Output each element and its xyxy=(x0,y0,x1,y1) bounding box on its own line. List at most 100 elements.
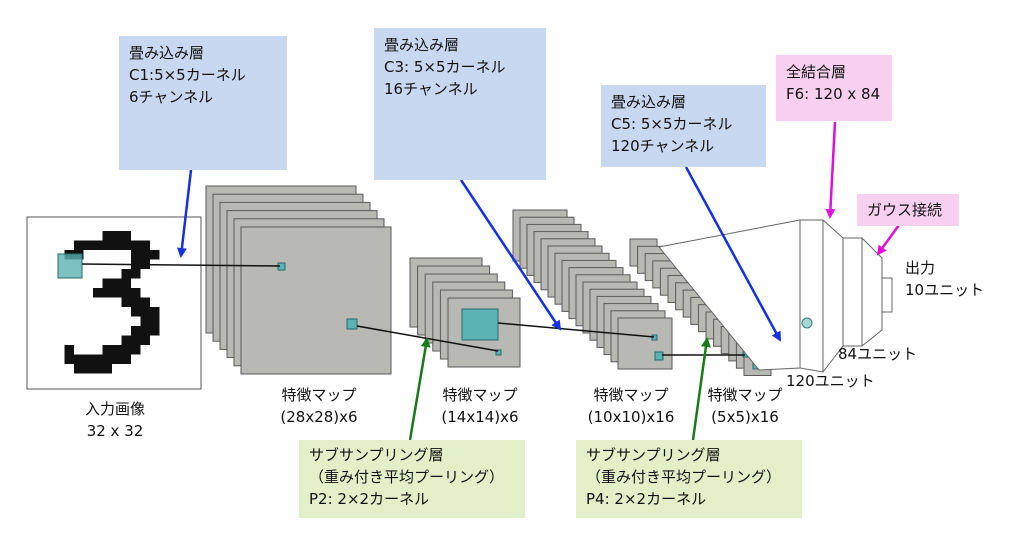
digit-pixel xyxy=(83,354,93,364)
digit-pixel xyxy=(93,364,103,374)
digit-pixel xyxy=(150,316,160,326)
digit-pixel xyxy=(64,345,74,355)
units-120-label: 120ユニット xyxy=(786,372,875,390)
digit-pixel xyxy=(140,240,150,250)
digit-pixel xyxy=(74,240,84,250)
input-image xyxy=(26,216,202,390)
fully-connected-layers xyxy=(658,219,893,373)
fc6-size-text: F6: 120 x 84 xyxy=(786,85,881,103)
input-label-size: 32 x 32 xyxy=(86,422,144,440)
pool2-title: サブサンプリング層 xyxy=(309,446,444,464)
digit-pixel xyxy=(83,364,93,374)
units-84-label: 84ユニット xyxy=(838,345,918,363)
digit-pixel xyxy=(140,326,150,336)
digit-pixel xyxy=(83,240,93,250)
digit-pixel xyxy=(74,354,84,364)
digit-pixel xyxy=(102,354,112,364)
digit-pixel xyxy=(121,231,131,241)
output-label: 出力 10ユニット xyxy=(905,257,984,301)
conv1-kernel-text: C1:5×5カーネル xyxy=(129,66,246,84)
digit-pixel xyxy=(150,250,160,260)
pool2-arrow xyxy=(408,337,431,441)
conv3-kernel-text: C3: 5×5カーネル xyxy=(384,58,506,76)
pool4-title: サブサンプリング層 xyxy=(586,446,721,464)
digit-pixel xyxy=(102,240,112,250)
digit-pixel xyxy=(121,345,131,355)
input-kernel-window xyxy=(57,253,83,279)
digit-pixel xyxy=(121,335,131,345)
gauss-title: ガウス接続 xyxy=(867,201,943,219)
digit-pixel xyxy=(121,288,131,298)
digit-pixel xyxy=(64,354,74,364)
digit-pixel xyxy=(131,269,141,279)
gauss-box: ガウス接続 xyxy=(857,194,959,226)
digit-pixel xyxy=(131,240,141,250)
conv5-kernel-text: C5: 5×5カーネル xyxy=(611,115,733,133)
conv1-box: 畳み込み層 C1:5×5カーネル 6チャンネル xyxy=(119,36,287,170)
digit-pixel xyxy=(102,364,112,374)
digit-pixel xyxy=(140,316,150,326)
digit-pixel xyxy=(131,335,141,345)
fmap2-label-title: 特徴マップ xyxy=(442,386,518,404)
digit-pixel xyxy=(112,278,122,288)
gauss-arrow xyxy=(876,224,901,256)
digit-pixel xyxy=(140,297,150,307)
map1-pool-window xyxy=(346,318,358,330)
output-label-size: 10ユニット xyxy=(905,281,985,299)
digit-pixel xyxy=(112,288,122,298)
digit-pixel xyxy=(140,307,150,317)
digit-pixel xyxy=(140,335,150,345)
digit-pixel xyxy=(121,354,131,364)
conv5-channels-text: 120チャンネル xyxy=(611,137,715,155)
conv3-channels-text: 16チャンネル xyxy=(384,80,478,98)
pool2-method-text: （重み付き平均プーリング） xyxy=(309,468,505,486)
digit-pixel xyxy=(121,278,131,288)
pool2-kernel-text: P2: 2×2カーネル xyxy=(309,490,430,508)
conv1-title: 畳み込み層 xyxy=(129,44,205,62)
fmap2-label-size: (14x14)x6 xyxy=(441,408,519,426)
digit-pixel xyxy=(121,269,131,279)
map2-kernel-window xyxy=(461,308,499,341)
digit-pixel xyxy=(131,326,141,336)
fmap4-label: 特徴マップ (5x5)x16 xyxy=(690,384,800,428)
fmap4-label-size: (5x5)x16 xyxy=(711,408,779,426)
f6-layer xyxy=(799,219,844,373)
digit-pixel xyxy=(112,345,122,355)
output-label-title: 出力 xyxy=(905,259,936,277)
fc-unit-node xyxy=(801,317,813,329)
map2-pool-point xyxy=(495,349,502,356)
digit-pixel xyxy=(93,240,103,250)
input-label-title: 入力画像 xyxy=(84,400,145,418)
digit-pixel xyxy=(102,345,112,355)
digit-pixel xyxy=(131,345,141,355)
conv1-arrow xyxy=(176,169,193,258)
digit-pixel xyxy=(131,250,141,260)
conv3-title: 畳み込み層 xyxy=(384,36,460,54)
digit-pixel xyxy=(150,326,160,336)
fc6-box: 全結合層 F6: 120 x 84 xyxy=(776,55,892,121)
digit-pixel xyxy=(131,288,141,298)
conv5-box: 畳み込み層 C5: 5×5カーネル 120チャンネル xyxy=(601,85,766,167)
digit-pixel xyxy=(102,231,112,241)
digit-pixel xyxy=(112,354,122,364)
digit-pixel xyxy=(131,307,141,317)
pool4-method-text: （重み付き平均プーリング） xyxy=(586,468,782,486)
feature-maps-28x28x6 xyxy=(205,185,392,375)
digit-pixel xyxy=(150,307,160,317)
digit-pixel xyxy=(102,278,112,288)
fmap3-label-title: 特徴マップ xyxy=(593,386,669,404)
fc6-arrow xyxy=(825,121,837,219)
digit-pixel xyxy=(74,364,84,374)
pool4-arrow xyxy=(691,337,711,441)
digit-pixel xyxy=(112,231,122,241)
fmap3-label: 特徴マップ (10x10)x16 xyxy=(576,384,686,428)
digit-pixel xyxy=(131,297,141,307)
conv3-box: 畳み込み層 C3: 5×5カーネル 16チャンネル xyxy=(374,28,546,180)
fmap2-label: 特徴マップ (14x14)x6 xyxy=(425,384,535,428)
output-layer xyxy=(881,277,893,313)
feature-maps-10x10x16 xyxy=(512,209,673,370)
conv3-arrow xyxy=(459,179,562,331)
pool4-kernel-text: P4: 2×2カーネル xyxy=(586,490,707,508)
digit-pixel xyxy=(121,297,131,307)
fmap4-label-title: 特徴マップ xyxy=(707,386,783,404)
